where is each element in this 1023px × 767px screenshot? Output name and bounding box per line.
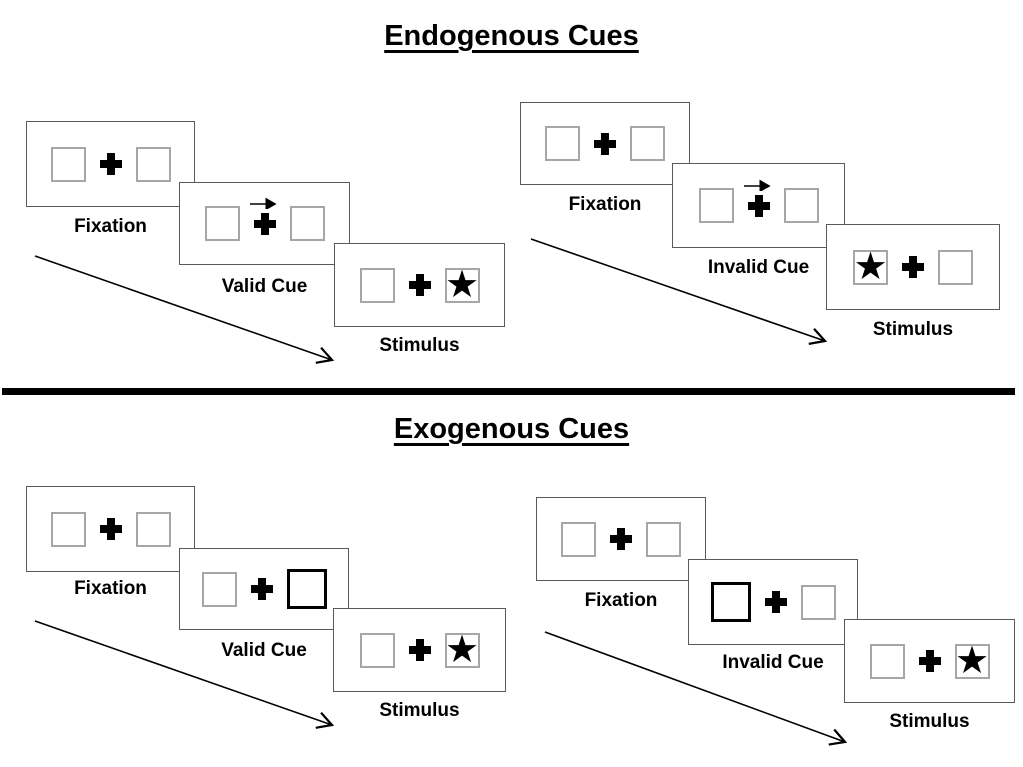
placeholder-box-left xyxy=(359,267,395,303)
step-label: Stimulus xyxy=(379,700,460,721)
placeholder-box-right xyxy=(135,511,171,547)
placeholder-box-right xyxy=(135,146,171,182)
panel-fixation xyxy=(536,497,706,581)
step-label: Valid Cue xyxy=(221,276,308,297)
fixation-cross-icon xyxy=(249,197,277,235)
placeholder-box-left xyxy=(698,188,734,223)
fixation-cross-icon xyxy=(408,274,431,296)
section-divider xyxy=(2,388,1015,395)
timeline-arrow xyxy=(34,620,335,729)
placeholder-box-left xyxy=(201,571,237,607)
step-label: Fixation xyxy=(568,194,642,215)
placeholder-box-left xyxy=(545,126,580,161)
placeholder-box-left xyxy=(869,643,905,679)
placeholder-box-left xyxy=(561,521,596,557)
fixation-cross-icon xyxy=(610,528,632,550)
panel-stimulus: ★ xyxy=(333,608,506,692)
step-label: Stimulus xyxy=(872,319,954,340)
timeline-arrow xyxy=(530,238,828,345)
step-label: Invalid Cue xyxy=(722,652,824,673)
target-box-right: ★ xyxy=(444,632,480,668)
star-icon: ★ xyxy=(444,632,480,668)
fixation-cross-icon xyxy=(594,132,616,155)
panel-valid-cue xyxy=(179,182,350,265)
fixation-cross-icon xyxy=(902,256,924,278)
target-box-left: ★ xyxy=(853,249,888,285)
placeholder-box-right xyxy=(289,206,325,241)
panel-valid-cue xyxy=(179,548,349,630)
fixation-cross-icon xyxy=(764,591,787,613)
panel-fixation xyxy=(26,486,195,572)
target-box-right: ★ xyxy=(444,267,480,303)
star-icon: ★ xyxy=(853,249,888,285)
cue-arrow-icon xyxy=(743,179,771,191)
placeholder-box-right xyxy=(938,249,973,285)
section-title-text: Endogenous Cues xyxy=(384,20,639,52)
step-label: Fixation xyxy=(584,590,658,611)
star-icon: ★ xyxy=(444,267,480,303)
fixation-cross-icon xyxy=(408,639,431,661)
panel-invalid-cue xyxy=(688,559,858,645)
step-label: Invalid Cue xyxy=(707,257,810,278)
fixation-cross-icon xyxy=(250,578,273,600)
step-label: Stimulus xyxy=(379,335,460,356)
step-label: Valid Cue xyxy=(221,640,307,661)
placeholder-box-right xyxy=(630,126,665,161)
section-title-text: Exogenous Cues xyxy=(393,413,630,445)
panel-stimulus: ★ xyxy=(826,224,1000,310)
fixation-cross-icon xyxy=(99,518,122,540)
section-title-exogenous: Exogenous Cues xyxy=(0,413,1023,446)
panel-stimulus: ★ xyxy=(844,619,1015,703)
step-label: Fixation xyxy=(74,578,147,599)
panel-fixation xyxy=(26,121,195,207)
placeholder-box-left xyxy=(50,511,86,547)
fixation-cross-icon xyxy=(99,153,122,175)
panel-invalid-cue xyxy=(672,163,845,248)
highlighted-cue-box-left xyxy=(710,582,751,622)
panel-stimulus: ★ xyxy=(334,243,505,327)
cue-arrow-icon xyxy=(249,197,277,209)
star-icon: ★ xyxy=(954,643,990,679)
panel-fixation xyxy=(520,102,690,185)
timeline-arrow xyxy=(544,631,848,746)
fixation-cross-icon xyxy=(918,650,941,672)
placeholder-box-left xyxy=(359,632,395,668)
section-title-endogenous: Endogenous Cues xyxy=(0,20,1023,53)
placeholder-box-left xyxy=(50,146,86,182)
placeholder-box-right xyxy=(646,521,681,557)
placeholder-box-left xyxy=(204,206,240,241)
timeline-arrow xyxy=(34,255,335,364)
highlighted-cue-box-right xyxy=(286,569,327,609)
step-label: Fixation xyxy=(74,216,147,237)
step-label: Stimulus xyxy=(889,711,970,732)
target-box-right: ★ xyxy=(954,643,990,679)
placeholder-box-right xyxy=(800,584,836,620)
placeholder-box-right xyxy=(783,188,819,223)
fixation-cross-icon xyxy=(743,179,771,217)
